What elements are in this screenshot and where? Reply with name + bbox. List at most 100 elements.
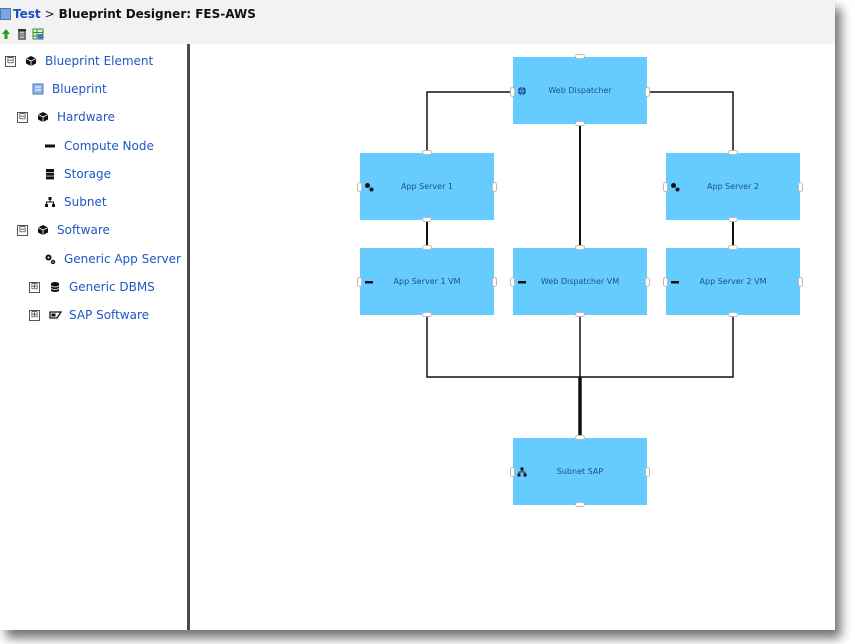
tree-item-label: Software bbox=[57, 223, 110, 237]
tree-item-label: Generic DBMS bbox=[69, 280, 155, 294]
connector-layer bbox=[426, 91, 734, 438]
connection-port[interactable] bbox=[492, 277, 497, 287]
connection-port[interactable] bbox=[492, 182, 497, 192]
database-icon bbox=[48, 280, 62, 294]
connection-port[interactable] bbox=[575, 435, 585, 440]
connection-port[interactable] bbox=[575, 312, 585, 317]
app-window: Test > Blueprint Designer: FES-AWS ⊟ Blu… bbox=[0, 0, 835, 630]
node-label: Web Dispatcher VM bbox=[540, 277, 620, 286]
node-app-server-1-vm[interactable]: App Server 1 VM bbox=[360, 248, 494, 315]
tree-item-label: Subnet bbox=[64, 195, 107, 209]
expand-toggle-icon[interactable]: ⊞ bbox=[29, 281, 40, 293]
splitter[interactable] bbox=[187, 44, 190, 630]
connection-port[interactable] bbox=[728, 245, 738, 250]
tree-item-label: SAP Software bbox=[69, 308, 149, 322]
collapse-toggle-icon[interactable]: ⊟ bbox=[5, 55, 16, 67]
connection-port[interactable] bbox=[663, 182, 668, 192]
connection-port[interactable] bbox=[422, 312, 432, 317]
node-label: Web Dispatcher bbox=[548, 86, 612, 95]
connection-port[interactable] bbox=[357, 277, 362, 287]
cube-icon bbox=[36, 223, 50, 237]
connector bbox=[426, 91, 512, 153]
tree-item-sap-software[interactable]: ⊞ SAP Software bbox=[29, 306, 149, 324]
connection-port[interactable] bbox=[728, 150, 738, 155]
tree-item-label: Compute Node bbox=[64, 139, 154, 153]
tree-item-generic-dbms[interactable]: ⊞ Generic DBMS bbox=[29, 278, 155, 296]
connection-port[interactable] bbox=[728, 217, 738, 222]
collapse-toggle-icon[interactable]: ⊟ bbox=[17, 111, 28, 123]
tree-item-generic-app-server[interactable]: Generic App Server bbox=[43, 250, 181, 268]
network-icon bbox=[517, 467, 527, 477]
breadcrumb-root-link[interactable]: Test bbox=[13, 7, 41, 21]
connection-port[interactable] bbox=[645, 467, 650, 477]
toolbar bbox=[0, 27, 44, 41]
breadcrumb: Test > Blueprint Designer: FES-AWS bbox=[0, 6, 256, 22]
node-label: App Server 1 bbox=[400, 182, 454, 191]
blueprint-icon bbox=[31, 82, 45, 96]
node-label: App Server 2 bbox=[706, 182, 760, 191]
connection-port[interactable] bbox=[663, 277, 668, 287]
tree-item-blueprint-element[interactable]: ⊟ Blueprint Element bbox=[5, 52, 153, 70]
node-label: App Server 1 VM bbox=[393, 277, 461, 286]
tree-item-compute-node[interactable]: Compute Node bbox=[43, 137, 154, 155]
element-tree: ⊟ Blueprint Element Blueprint ⊟ Hardware bbox=[0, 44, 187, 630]
arrow-up-icon[interactable] bbox=[0, 28, 12, 40]
server-icon bbox=[43, 139, 57, 153]
gears-icon bbox=[670, 182, 680, 192]
tree-item-subnet[interactable]: Subnet bbox=[43, 193, 107, 211]
cube-icon bbox=[24, 54, 38, 68]
grid-icon[interactable] bbox=[32, 28, 44, 40]
connection-port[interactable] bbox=[510, 277, 515, 287]
node-subnet-sap[interactable]: Subnet SAP bbox=[513, 438, 647, 505]
tree-item-hardware[interactable]: ⊟ Hardware bbox=[17, 108, 115, 126]
connection-port[interactable] bbox=[645, 87, 650, 97]
header-bar: Test > Blueprint Designer: FES-AWS bbox=[0, 0, 835, 44]
connection-port[interactable] bbox=[422, 245, 432, 250]
node-app-server-2[interactable]: App Server 2 bbox=[666, 153, 800, 220]
node-label: Subnet SAP bbox=[556, 467, 604, 476]
connection-port[interactable] bbox=[422, 217, 432, 222]
tree-item-label: Blueprint bbox=[52, 82, 107, 96]
connection-port[interactable] bbox=[422, 150, 432, 155]
server-icon bbox=[517, 277, 527, 287]
connection-port[interactable] bbox=[510, 467, 515, 477]
node-app-server-1[interactable]: App Server 1 bbox=[360, 153, 494, 220]
blueprint-icon bbox=[0, 8, 11, 20]
globe-icon bbox=[517, 86, 527, 96]
connection-port[interactable] bbox=[510, 87, 515, 97]
connection-port[interactable] bbox=[728, 312, 738, 317]
tree-item-label: Generic App Server bbox=[64, 252, 181, 266]
node-web-dispatcher-vm[interactable]: Web Dispatcher VM bbox=[513, 248, 647, 315]
diagram-canvas[interactable]: Web Dispatcher App Server 1 App Server 2… bbox=[190, 44, 835, 630]
trash-icon[interactable] bbox=[16, 28, 28, 40]
sap-icon bbox=[48, 308, 62, 322]
breadcrumb-separator: > bbox=[44, 7, 55, 21]
tree-item-label: Hardware bbox=[57, 110, 115, 124]
connector bbox=[647, 91, 734, 153]
node-app-server-2-vm[interactable]: App Server 2 VM bbox=[666, 248, 800, 315]
connection-port[interactable] bbox=[575, 54, 585, 59]
node-web-dispatcher[interactable]: Web Dispatcher bbox=[513, 57, 647, 124]
connection-port[interactable] bbox=[575, 502, 585, 507]
connection-port[interactable] bbox=[357, 182, 362, 192]
node-label: App Server 2 VM bbox=[699, 277, 767, 286]
tree-item-label: Blueprint Element bbox=[45, 54, 154, 68]
connection-port[interactable] bbox=[798, 182, 803, 192]
tree-item-software[interactable]: ⊟ Software bbox=[17, 221, 110, 239]
server-icon bbox=[670, 277, 680, 287]
connection-port[interactable] bbox=[645, 277, 650, 287]
collapse-toggle-icon[interactable]: ⊟ bbox=[17, 224, 28, 236]
cube-icon bbox=[36, 110, 50, 124]
network-icon bbox=[43, 195, 57, 209]
connection-port[interactable] bbox=[575, 121, 585, 126]
server-icon bbox=[364, 277, 374, 287]
gears-icon bbox=[43, 252, 57, 266]
tree-item-storage[interactable]: Storage bbox=[43, 165, 111, 183]
tree-item-blueprint[interactable]: Blueprint bbox=[31, 80, 107, 98]
connection-port[interactable] bbox=[798, 277, 803, 287]
database-icon bbox=[43, 167, 57, 181]
connection-port[interactable] bbox=[575, 245, 585, 250]
expand-toggle-icon[interactable]: ⊞ bbox=[29, 309, 40, 321]
page-title: Blueprint Designer: FES-AWS bbox=[58, 7, 256, 21]
gears-icon bbox=[364, 182, 374, 192]
